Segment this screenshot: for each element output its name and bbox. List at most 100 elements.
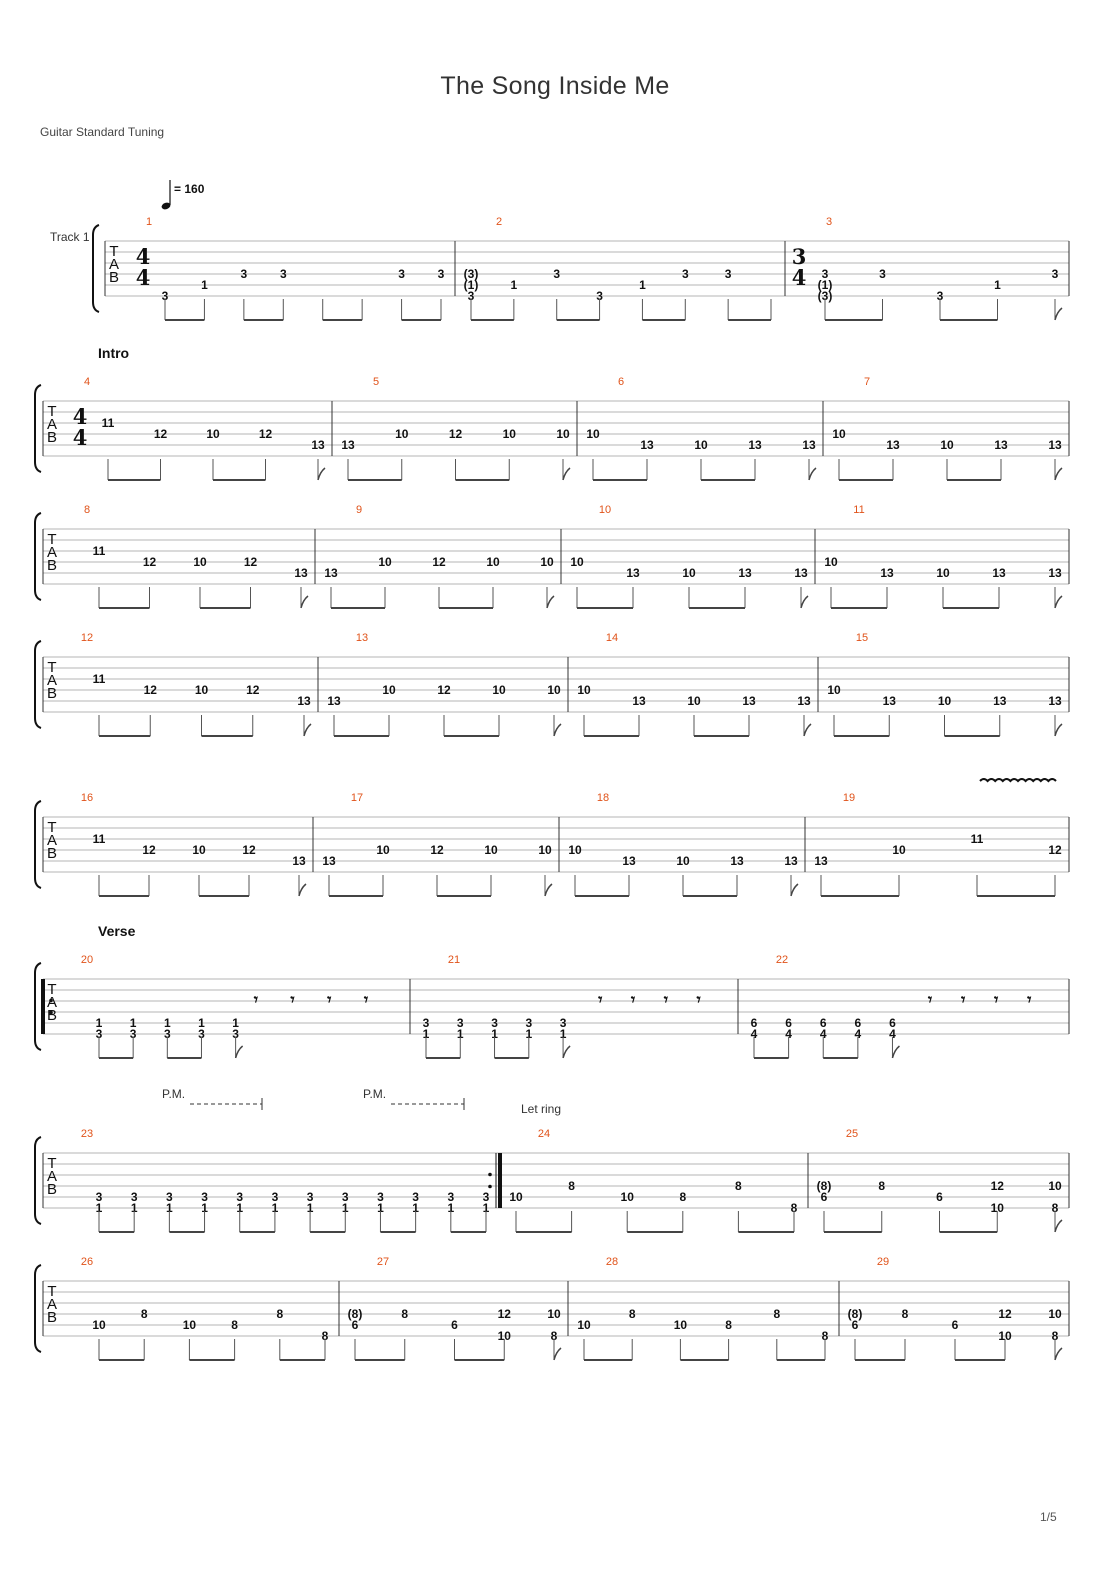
fret-number: 4 xyxy=(889,1027,896,1041)
tempo-note-icon xyxy=(161,202,171,210)
fret-number: 1 xyxy=(236,1201,243,1215)
eighth-rest: 𝄾 xyxy=(363,990,369,1009)
fret-number: 6 xyxy=(820,1016,827,1030)
note-flag xyxy=(298,883,307,897)
fret-number: 6 xyxy=(952,1318,959,1332)
fret-number: 10 xyxy=(938,694,952,708)
tab-clef-letter: B xyxy=(47,845,57,862)
fret-number: 3 xyxy=(236,1190,243,1204)
measure-number: 1 xyxy=(146,216,152,228)
measure-number: 17 xyxy=(351,792,363,804)
tab-clef-letter: B xyxy=(47,1007,57,1024)
note-flag xyxy=(803,723,812,737)
section-label: Intro xyxy=(98,345,129,361)
vibrato-mark xyxy=(979,778,1057,783)
fret-number: 3 xyxy=(201,1190,208,1204)
track-label: Track 1 xyxy=(50,230,90,244)
fret-number: 3 xyxy=(879,267,886,281)
measure-number: 20 xyxy=(81,954,93,966)
fret-number: 13 xyxy=(784,854,798,868)
fret-number: 8 xyxy=(551,1329,558,1343)
fret-number: 6 xyxy=(785,1016,792,1030)
time-signature-top: 4 xyxy=(73,404,88,429)
note-flag xyxy=(562,1045,571,1059)
fret-number: 3 xyxy=(457,1016,464,1030)
measure-number: 16 xyxy=(81,792,93,804)
note-flag xyxy=(1054,307,1063,321)
fret-number: 8 xyxy=(735,1179,742,1193)
fret-number: 10 xyxy=(682,566,696,580)
fret-number: 4 xyxy=(820,1027,827,1041)
fret-number: 10 xyxy=(538,843,552,857)
fret-number: 10 xyxy=(687,694,701,708)
repeat-dot xyxy=(488,1184,492,1189)
measure-number: 11 xyxy=(853,504,864,516)
note-flag xyxy=(234,1045,244,1059)
fret-number: 12 xyxy=(259,427,273,441)
system-bracket xyxy=(34,384,42,473)
fret-number: 1 xyxy=(201,1201,208,1215)
fret-number: 6 xyxy=(889,1016,896,1030)
system-bracket xyxy=(34,1136,42,1225)
fret-number: 10 xyxy=(193,555,207,569)
fret-number: 10 xyxy=(694,438,708,452)
fret-number: 13 xyxy=(883,694,897,708)
measure-number: 19 xyxy=(843,792,855,804)
fret-number: 10 xyxy=(376,843,390,857)
fret-number: 8 xyxy=(679,1190,686,1204)
fret-number: 13 xyxy=(322,854,336,868)
fret-number: 1 xyxy=(412,1201,419,1215)
measure-number: 28 xyxy=(606,1256,618,1268)
fret-number: (8) xyxy=(348,1307,363,1321)
fret-number: 6 xyxy=(852,1318,859,1332)
eighth-rest: 𝄾 xyxy=(927,990,933,1009)
fret-number: 1 xyxy=(307,1201,314,1215)
fret-number: (8) xyxy=(848,1307,863,1321)
fret-number: 1 xyxy=(201,278,208,292)
eighth-rest: 𝄾 xyxy=(253,990,259,1009)
fret-number: 11 xyxy=(971,832,984,846)
fret-number: 4 xyxy=(855,1027,862,1041)
fret-number: 8 xyxy=(878,1179,885,1193)
tab-clef-letter: T xyxy=(47,403,56,420)
fret-number: 13 xyxy=(294,566,308,580)
fret-number: 13 xyxy=(297,694,311,708)
note-flag xyxy=(800,595,809,609)
system-bracket xyxy=(34,1264,42,1353)
fret-number: 10 xyxy=(568,843,582,857)
fret-number: 10 xyxy=(503,427,517,441)
fret-number: 1 xyxy=(232,1016,239,1030)
fret-number: 10 xyxy=(586,427,600,441)
fret-number: 3 xyxy=(377,1190,384,1204)
note-flag xyxy=(553,723,562,737)
fret-number: 6 xyxy=(751,1016,758,1030)
fret-number: 8 xyxy=(231,1318,238,1332)
tab-clef-letter: B xyxy=(47,1181,57,1198)
fret-number: 10 xyxy=(940,438,954,452)
measure-number: 7 xyxy=(864,376,870,388)
tab-clef-letter: T xyxy=(47,659,56,676)
tab-clef-letter: B xyxy=(109,269,119,286)
fret-number: 3 xyxy=(423,1016,430,1030)
fret-number: 8 xyxy=(276,1307,283,1321)
note-flag xyxy=(317,467,326,481)
fret-number: 10 xyxy=(484,843,498,857)
tab-clef-letter: A xyxy=(47,994,57,1011)
fret-number: 4 xyxy=(751,1027,758,1041)
fret-number: 13 xyxy=(742,694,756,708)
fret-number: 10 xyxy=(486,555,500,569)
fret-number: 10 xyxy=(195,683,209,697)
fret-number: 3 xyxy=(468,289,475,303)
tab-clef-letter: B xyxy=(47,557,57,574)
fret-number: 10 xyxy=(556,427,570,441)
tab-clef-letter: B xyxy=(47,429,57,446)
fret-number: 13 xyxy=(622,854,636,868)
fret-number: 13 xyxy=(802,438,816,452)
fret-number: 3 xyxy=(307,1190,314,1204)
measure-number: 13 xyxy=(356,632,368,644)
note-flag xyxy=(300,595,309,609)
fret-number: 3 xyxy=(96,1027,103,1041)
fret-number: 3 xyxy=(164,1027,171,1041)
tab-clef-letter: A xyxy=(47,1296,57,1313)
time-signature-bottom: 4 xyxy=(73,425,88,450)
